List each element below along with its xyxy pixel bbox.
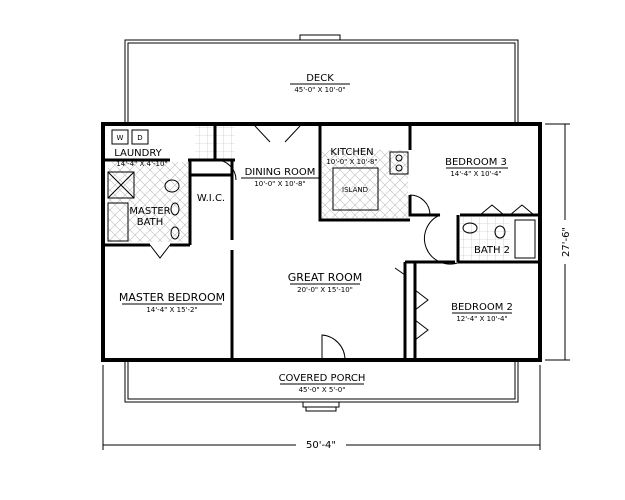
bath-2-label: BATH 2 bbox=[474, 245, 510, 256]
covered-porch: COVERED PORCH 45'-0" X 5'-0" bbox=[124, 359, 519, 412]
depth-dimension: 27'-6" bbox=[545, 123, 572, 361]
laundry-label: LAUNDRY bbox=[114, 148, 162, 159]
bedroom-3-size: 14'-4" X 10'-4" bbox=[450, 170, 501, 178]
deck: DECK 45'-0" X 10'-0" bbox=[124, 34, 519, 125]
master-bath-label-1: MASTER bbox=[129, 206, 170, 217]
doors bbox=[149, 125, 535, 361]
porch-label: COVERED PORCH bbox=[279, 373, 366, 384]
washer-label: W bbox=[117, 134, 124, 142]
master-bath-label-2: BATH bbox=[137, 217, 164, 228]
master-bedroom-label: MASTER BEDROOM bbox=[119, 291, 225, 304]
bedroom-3-label: BEDROOM 3 bbox=[445, 157, 507, 168]
overall-depth: 27'-6" bbox=[561, 227, 572, 257]
overall-width: 50'-4" bbox=[306, 440, 336, 451]
dining-room-label: DINING ROOM bbox=[245, 167, 316, 178]
laundry-size: 14'-4" X 4'-10" bbox=[116, 160, 167, 168]
kitchen-size: 10'-0" X 10'-8" bbox=[326, 158, 377, 166]
island-label: ISLAND bbox=[342, 186, 368, 194]
deck-size: 45'-0" X 10'-0" bbox=[294, 86, 345, 94]
interior-walls bbox=[103, 124, 540, 360]
wic-label: W.I.C. bbox=[197, 193, 225, 204]
tile-floor bbox=[108, 126, 510, 260]
dryer-label: D bbox=[137, 134, 142, 142]
great-room-label: GREAT ROOM bbox=[288, 271, 362, 284]
great-room-size: 20'-0" X 15'-10" bbox=[297, 286, 353, 294]
deck-label: DECK bbox=[306, 73, 334, 84]
dining-room-size: 10'-0" X 10'-8" bbox=[254, 180, 305, 188]
fixtures: W D ISLAND bbox=[107, 129, 536, 259]
bedroom-2-size: 12'-4" X 10'-4" bbox=[456, 315, 507, 323]
kitchen-label: KITCHEN bbox=[330, 147, 373, 158]
master-bedroom-size: 14'-4" X 15'-2" bbox=[146, 306, 197, 314]
bedroom-2-label: BEDROOM 2 bbox=[451, 302, 513, 313]
width-dimension: 50'-4" bbox=[102, 365, 541, 451]
porch-size: 45'-0" X 5'-0" bbox=[299, 386, 346, 394]
